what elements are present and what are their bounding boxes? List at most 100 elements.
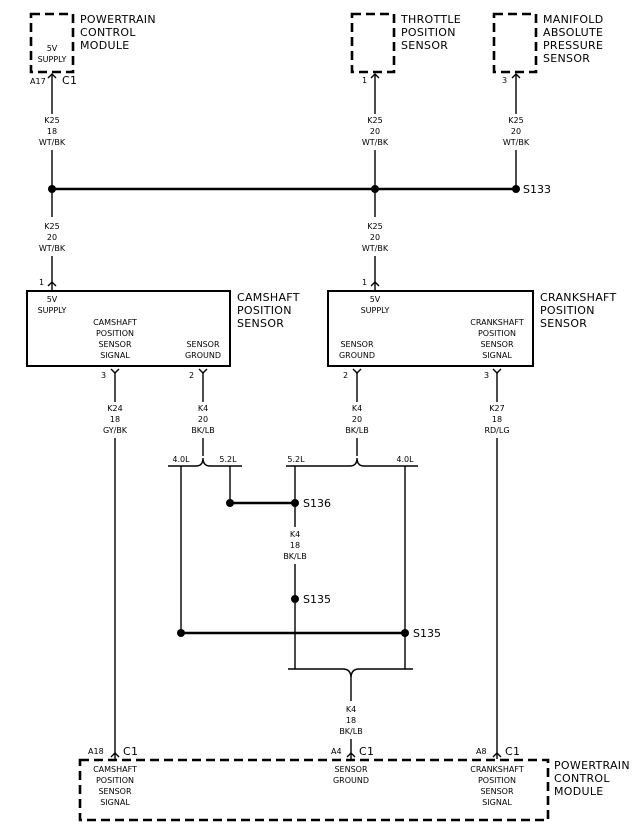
splice-s133-label: S133	[523, 183, 551, 196]
tps-box	[350, 12, 396, 74]
crank-name-2: POSITION	[540, 304, 595, 317]
wire-color: BK/LB	[339, 727, 362, 736]
crank-name-1: CRANKSHAFT	[540, 291, 616, 304]
wire-color: WT/BK	[503, 138, 530, 147]
pcm-bottom-name-1: POWERTRAIN	[554, 759, 630, 772]
pcm-crank-signal-1: CRANKSHAFT	[470, 765, 524, 774]
wire-gauge: 18	[47, 127, 57, 136]
pcm-crank-signal-2: POSITION	[478, 776, 516, 785]
crank-signal-1: CRANKSHAFT	[470, 318, 524, 327]
pcm-crank-signal-4: SIGNAL	[482, 798, 512, 807]
wire-color: WT/BK	[362, 244, 389, 253]
wire-code: K4	[346, 705, 356, 714]
wire-label-cam-ground: K4 20 BK/LB	[191, 404, 214, 435]
map-box	[492, 12, 538, 74]
cam-name-3: SENSOR	[237, 317, 284, 330]
cam-pin-ground: 2	[189, 371, 194, 380]
pcm-cam-signal-3: SENSOR	[98, 787, 131, 796]
cam-name-2: POSITION	[237, 304, 292, 317]
pcm-bottom-name-3: MODULE	[554, 785, 604, 798]
engine-label-5-2l-left: 5.2L	[219, 455, 237, 464]
pcm-crank-signal-3: SENSOR	[480, 787, 513, 796]
wire-gauge: 18	[346, 716, 356, 725]
cam-ground-1: SENSOR	[186, 340, 219, 349]
crank-pin-ground: 2	[343, 371, 348, 380]
wire-color: BK/LB	[283, 552, 306, 561]
crank-name-3: SENSOR	[540, 317, 587, 330]
wire-gauge: 20	[47, 233, 57, 242]
splice-s135a-label: S135	[303, 593, 331, 606]
pcm-cam-chevron	[110, 752, 120, 758]
pcm-connector-crank: C1	[505, 745, 520, 758]
cam-supply-1: 5V	[47, 295, 58, 304]
wire-label-map-supply: K25 20 WT/BK	[503, 116, 530, 147]
wire-code: K24	[107, 404, 122, 413]
map-name-1: MANIFOLD	[543, 13, 603, 26]
wire-code: K25	[367, 222, 382, 231]
crank-supply-1: 5V	[370, 295, 381, 304]
tps-name-3: SENSOR	[401, 39, 448, 52]
crankshaft-sensor-component: 5V SUPPLY SENSOR GROUND CRANKSHAFT POSIT…	[327, 290, 616, 367]
pcm-bottom-box	[78, 758, 550, 822]
camshaft-sensor-component: 5V SUPPLY CAMSHAFT POSITION SENSOR SIGNA…	[26, 290, 299, 367]
pcm-top-inner-2: SUPPLY	[38, 55, 67, 64]
cam-pin-in: 1	[39, 278, 44, 287]
crank-signal-2: POSITION	[478, 329, 516, 338]
pcm-connector-cam: C1	[123, 745, 138, 758]
wire-color: WT/BK	[362, 138, 389, 147]
tps-component: THROTTLE POSITION SENSOR 1	[350, 12, 461, 85]
wire-color: RD/LG	[484, 426, 509, 435]
engine-label-5-2l-right: 5.2L	[287, 455, 305, 464]
wire-code: K25	[44, 116, 59, 125]
wire-label-crank-signal: K27 18 RD/LG	[484, 404, 509, 435]
pcm-bottom-component: CAMSHAFT POSITION SENSOR SIGNAL SENSOR G…	[78, 758, 630, 822]
wire-color: WT/BK	[39, 138, 66, 147]
pcm-ground-2: GROUND	[333, 776, 369, 785]
cam-signal-1: CAMSHAFT	[93, 318, 137, 327]
pcm-top-connector: C1	[62, 74, 77, 87]
wire-label-ground-bottom: K4 18 BK/LB	[339, 705, 362, 736]
engine-label-4-0l-right: 4.0L	[396, 455, 414, 464]
wire-code: K4	[352, 404, 362, 413]
tps-name-1: THROTTLE	[400, 13, 461, 26]
wire-color: BK/LB	[345, 426, 368, 435]
pcm-top-box	[29, 12, 75, 74]
map-name-4: SENSOR	[543, 52, 590, 65]
engine-label-4-0l-left: 4.0L	[172, 455, 190, 464]
cam-signal-2: POSITION	[96, 329, 134, 338]
pcm-top-name-1: POWERTRAIN	[80, 13, 156, 26]
map-name-2: ABSOLUTE	[543, 26, 603, 39]
cam-ground-chevron	[198, 368, 208, 374]
pcm-connector-ground: C1	[359, 745, 374, 758]
pcm-top-pin: A17	[30, 77, 46, 86]
crank-signal-chevron	[492, 368, 502, 374]
tps-pin: 1	[362, 76, 367, 85]
crank-ground-chevron	[352, 368, 362, 374]
wire-color: GY/BK	[103, 426, 128, 435]
wire-gauge: 20	[370, 127, 380, 136]
wire-label-tps-supply: K25 20 WT/BK	[362, 116, 389, 147]
crank-ground-1: SENSOR	[340, 340, 373, 349]
pcm-pin-cam: A18	[88, 747, 104, 756]
pcm-pin-ground: A4	[331, 747, 342, 756]
splice-s135b-label: S135	[413, 627, 441, 640]
crank-signal-4: SIGNAL	[482, 351, 512, 360]
pcm-pin-crank: A8	[476, 747, 487, 756]
pcm-crank-chevron	[492, 752, 502, 758]
camshaft-sensor-box	[26, 290, 231, 367]
cam-ground-variant-brace	[168, 457, 242, 467]
pcm-bottom-name-2: CONTROL	[554, 772, 610, 785]
crank-pin-signal: 3	[484, 371, 489, 380]
pcm-top-component: 5V SUPPLY POWERTRAIN CONTROL MODULE A17 …	[29, 12, 156, 87]
tps-name-2: POSITION	[401, 26, 456, 39]
wire-label-pcm-supply: K25 18 WT/BK	[39, 116, 66, 147]
cam-signal-4: SIGNAL	[100, 351, 130, 360]
splice-s135b-left-dot	[177, 629, 185, 637]
pcm-cam-signal-4: SIGNAL	[100, 798, 130, 807]
pcm-top-name-2: CONTROL	[80, 26, 136, 39]
crank-ground-variant-brace	[286, 457, 418, 467]
cam-signal-chevron	[110, 368, 120, 374]
wire-label-crank-ground: K4 20 BK/LB	[345, 404, 368, 435]
cam-supply-chevron	[47, 281, 57, 287]
